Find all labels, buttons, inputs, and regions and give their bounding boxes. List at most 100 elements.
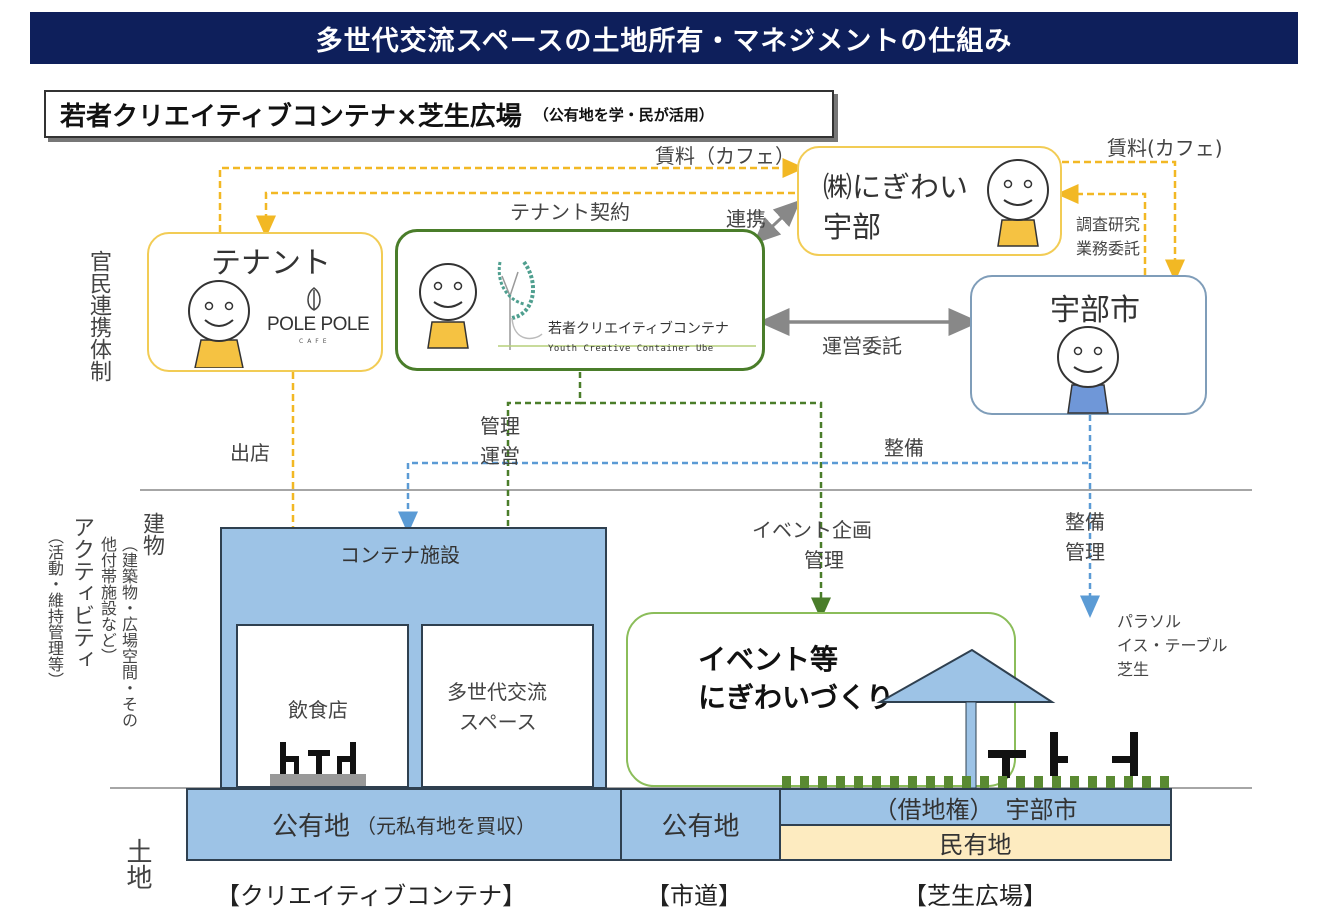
person-icon — [987, 159, 1049, 247]
grass-block — [980, 776, 989, 788]
grass-block — [1034, 776, 1043, 788]
public-land-note: （元私有地を買収） — [356, 814, 536, 838]
public-land-label: 公有地 — [271, 812, 350, 842]
tenant-title: テナント — [211, 246, 331, 281]
label-partnership: 官民連携体制 — [86, 250, 111, 382]
cafe-logo-name: POLE POLE — [267, 314, 370, 335]
grass-block — [872, 776, 881, 788]
grass-block — [782, 776, 791, 788]
grass-block — [1160, 776, 1169, 788]
event-label-1: イベント等 — [698, 643, 839, 676]
private-land-label: 民有地 — [939, 831, 1012, 859]
flow-rent-nigiwai-to-city — [1062, 160, 1185, 282]
grass-block — [998, 776, 1007, 788]
ube-city-box: 宇部市 — [970, 275, 1207, 415]
label-creative-container: 【クリエイティブコンテナ】 — [216, 882, 527, 910]
nigiwai-line1: ㈱にぎわい — [823, 170, 969, 204]
youth-creative-container-box: 若者クリエイティブコンテナ Youth Creative Container U… — [395, 229, 765, 371]
subtitle-main: 若者クリエイティブコンテナ×芝生広場 — [60, 101, 522, 132]
grass-block — [1088, 776, 1097, 788]
label-lawn-plaza: 【芝生広場】 — [903, 882, 1047, 910]
label-research-1: 調査研究 — [1076, 215, 1141, 234]
subtitle-sub: （公有地を学・民が活用） — [533, 105, 714, 124]
label-building: 建物 — [139, 512, 164, 556]
flow-cooperation — [753, 199, 801, 245]
person-icon — [419, 263, 477, 349]
person-icon — [188, 280, 250, 368]
label-manage-2: 運営 — [480, 444, 520, 468]
parasol-lawn-illustration — [782, 648, 1169, 789]
person-icon — [1057, 326, 1119, 414]
flow-tenant-contract — [256, 191, 795, 238]
public-land-road: 公有地 — [620, 788, 781, 861]
grass-block — [962, 776, 971, 788]
public-land-road-label: 公有地 — [661, 812, 740, 842]
grass-block — [908, 776, 917, 788]
label-city-road: 【市道】 — [646, 882, 742, 910]
grass-block — [944, 776, 953, 788]
grass-block — [1124, 776, 1133, 788]
label-research-2: 業務委託 — [1076, 239, 1141, 258]
grass-block — [1052, 776, 1061, 788]
grass-block — [926, 776, 935, 788]
label-maintenance: 整備 — [884, 436, 924, 460]
label-maint-mgmt-2: 管理 — [1065, 540, 1105, 564]
leasehold-land: （借地権） 宇部市 — [779, 788, 1172, 826]
space-label-2: スペース — [459, 710, 537, 734]
label-building-note-2: 他付帯施設など） — [98, 536, 117, 664]
multigenerational-space-room: 多世代交流 スペース — [421, 624, 594, 788]
label-cooperation: 連携 — [726, 207, 766, 231]
restaurant-label: 飲食店 — [288, 698, 348, 722]
label-parasol-3: 芝生 — [1117, 660, 1150, 679]
grass-block — [1016, 776, 1025, 788]
label-parasol-1: パラソル — [1117, 612, 1182, 631]
label-rent-cafe-top: 賃料（カフェ） — [655, 144, 795, 168]
ycc-logo-icon — [497, 260, 756, 350]
tenant-box: テナント POLE POLE CAFE — [147, 232, 383, 372]
grass-block — [1070, 776, 1079, 788]
flow-maintenance-container — [398, 415, 1092, 534]
event-box: イベント等 にぎわいづくり — [626, 612, 1016, 787]
subtitle-box: 若者クリエイティブコンテナ×芝生広場 （公有地を学・民が活用） — [44, 90, 834, 138]
label-parasol-2: イス・テーブル — [1117, 636, 1228, 655]
grass-block — [890, 776, 899, 788]
ycc-name-jp: 若者クリエイティブコンテナ — [548, 321, 729, 337]
flow-rent-tenant-to-nigiwai — [218, 158, 805, 232]
cafe-logo-sub: CAFE — [299, 338, 331, 345]
flow-research-commission — [1056, 184, 1147, 275]
label-manage-1: 管理 — [480, 414, 520, 438]
leaf-logo-icon — [307, 287, 321, 311]
table-chairs-icon — [270, 742, 366, 786]
label-maint-mgmt-1: 整備 — [1065, 510, 1105, 534]
space-label-1: 多世代交流 — [447, 680, 547, 704]
flow-event-planning — [580, 401, 831, 620]
grass-block — [800, 776, 809, 788]
ube-city-title: 宇部市 — [1050, 293, 1140, 328]
label-land: 土地 — [122, 838, 152, 890]
grass-block — [854, 776, 863, 788]
nigiwai-ube-box: ㈱にぎわい 宇部 — [797, 146, 1062, 256]
table-chairs-icon — [988, 732, 1138, 778]
label-open-store: 出店 — [230, 441, 270, 465]
label-operation-commission: 運営委託 — [822, 334, 902, 358]
public-land-container: 公有地 （元私有地を買収） — [186, 788, 622, 861]
label-event-plan-1: イベント企画 — [752, 518, 872, 542]
grass-block — [836, 776, 845, 788]
label-rent-cafe-right: 賃料(カフェ) — [1107, 136, 1223, 160]
label-event-plan-2: 管理 — [804, 548, 844, 572]
private-land: 民有地 — [779, 824, 1172, 861]
leasehold-label: （借地権） 宇部市 — [873, 795, 1078, 824]
grass-block — [1142, 776, 1151, 788]
container-facility-label: コンテナ施設 — [340, 543, 460, 567]
label-activity-note: （活動・維持管理等） — [45, 528, 64, 688]
event-label-2: にぎわいづくり — [698, 681, 895, 714]
nigiwai-line2: 宇部 — [823, 210, 882, 244]
parasol-icon — [876, 648, 1056, 703]
grass-block — [1106, 776, 1115, 788]
page-title-banner: 多世代交流スペースの土地所有・マネジメントの仕組み — [30, 12, 1298, 64]
page-title: 多世代交流スペースの土地所有・マネジメントの仕組み — [315, 25, 1013, 57]
lawn-grass-icon — [782, 776, 1169, 788]
restaurant-room: 飲食店 — [236, 624, 409, 788]
flow-manage-operate — [498, 372, 582, 632]
grass-block — [818, 776, 827, 788]
